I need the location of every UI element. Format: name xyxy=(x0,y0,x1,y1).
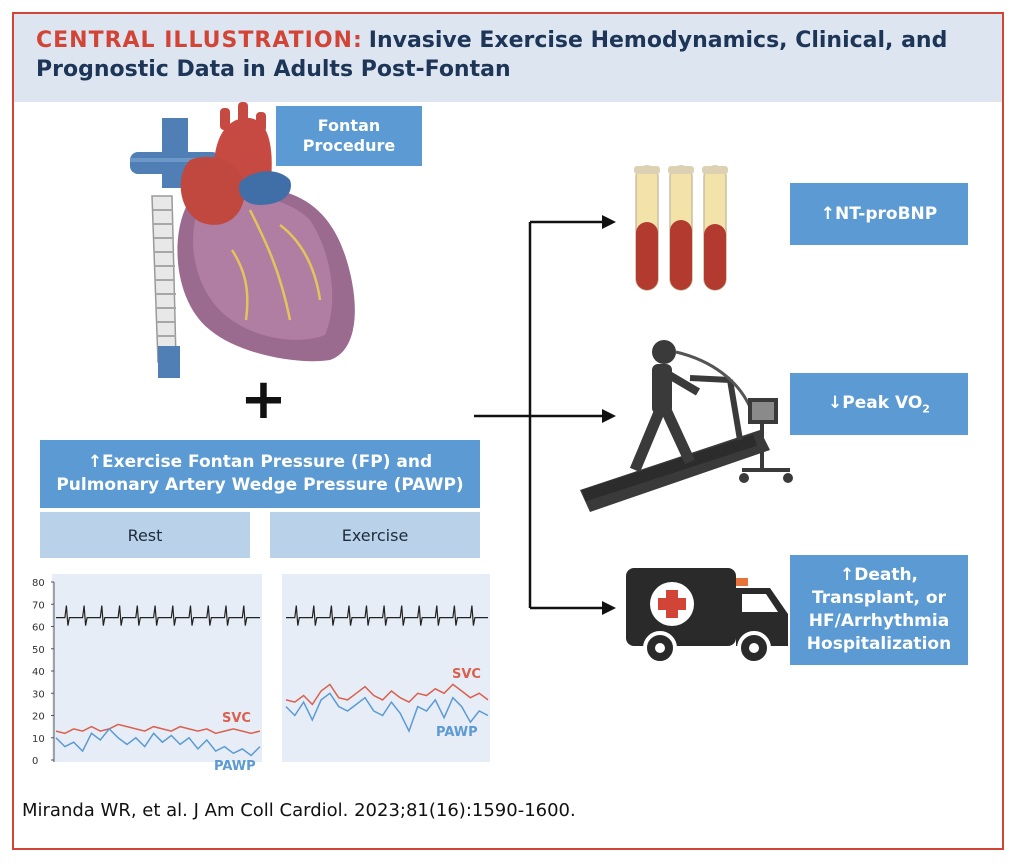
page-title: CENTRAL ILLUSTRATION:Invasive Exercise H… xyxy=(36,26,976,84)
exercise-pawp-line xyxy=(285,692,489,734)
rest-y-tick: 20 xyxy=(32,712,45,723)
rest-y-tick: 60 xyxy=(32,623,45,634)
peak-vo2-sub: 2 xyxy=(922,402,930,416)
rest-y-tick: 70 xyxy=(32,600,45,611)
exercise-pawp-label: PAWP xyxy=(436,725,478,740)
title-lead: CENTRAL ILLUSTRATION: xyxy=(36,28,363,53)
rest-y-tick: 30 xyxy=(32,689,45,700)
connector-arrows xyxy=(474,220,604,610)
death-line-1: ↑Death, xyxy=(839,565,919,585)
ntprobnp-box: ↑NT-proBNP xyxy=(790,183,968,245)
fontan-conduit-icon xyxy=(151,195,180,378)
fp-line-2: Pulmonary Artery Wedge Pressure (PAWP) xyxy=(56,475,464,495)
treadmill-runner-icon xyxy=(580,340,793,512)
death-line-3: HF/Arrhythmia xyxy=(808,611,950,631)
death-line-2: Transplant, or xyxy=(812,588,946,608)
rest-y-tick: 10 xyxy=(32,734,45,745)
ambulance-icon xyxy=(626,568,788,665)
rest-svc-label: SVC xyxy=(222,711,251,726)
rest-pawp-label: PAWP xyxy=(214,759,256,774)
rest-y-tick: 0 xyxy=(32,756,38,767)
fontan-line-1: Fontan xyxy=(317,116,381,135)
rest-chart-background xyxy=(52,574,262,762)
title-text: Invasive Exercise Hemodynamics, Clinical… xyxy=(36,28,948,82)
exercise-label: Exercise xyxy=(270,512,480,558)
arrow-head-death xyxy=(602,601,616,615)
heart-icon xyxy=(130,102,355,378)
exercise-ecg-line xyxy=(286,605,488,626)
rest-chart: 80 70 60 50 40 30 20 10 0 SVC PAWP xyxy=(32,574,262,774)
fp-line-1: ↑Exercise Fontan Pressure (FP) and xyxy=(87,452,433,472)
arrow-head-ntprobnp xyxy=(602,215,616,229)
death-line-4: Hospitalization xyxy=(806,634,952,654)
rest-svc-line xyxy=(55,723,261,735)
exercise-svc-label: SVC xyxy=(452,667,481,682)
rest-ecg-line xyxy=(56,605,260,626)
exercise-chart: SVC PAWP xyxy=(282,574,490,762)
exercise-svc-line xyxy=(285,683,489,706)
exercise-fp-pawp-box: ↑Exercise Fontan Pressure (FP) and Pulmo… xyxy=(40,440,480,508)
peak-vo2-box: ↓Peak VO2 xyxy=(790,373,968,435)
rest-pawp-line xyxy=(55,727,261,757)
fontan-line-2: Procedure xyxy=(302,136,396,155)
blood-tubes-icon xyxy=(634,165,728,291)
death-transplant-box: ↑Death, Transplant, or HF/Arrhythmia Hos… xyxy=(790,555,968,665)
exercise-chart-background xyxy=(282,574,490,762)
rest-y-tick: 40 xyxy=(32,667,45,678)
rest-y-tick: 80 xyxy=(32,578,45,589)
citation: Miranda WR, et al. J Am Coll Cardiol. 20… xyxy=(22,800,576,821)
fontan-procedure-box: Fontan Procedure xyxy=(276,106,422,166)
rest-y-tick: 50 xyxy=(32,645,45,656)
rest-label: Rest xyxy=(40,512,250,558)
peak-vo2-prefix: ↓Peak VO xyxy=(828,392,923,413)
arrow-head-vo2 xyxy=(602,409,616,423)
peak-vo2-text: ↓Peak VO2 xyxy=(828,393,930,415)
header-banner: CENTRAL ILLUSTRATION:Invasive Exercise H… xyxy=(14,14,1002,102)
plus-sign: + xyxy=(240,367,287,432)
